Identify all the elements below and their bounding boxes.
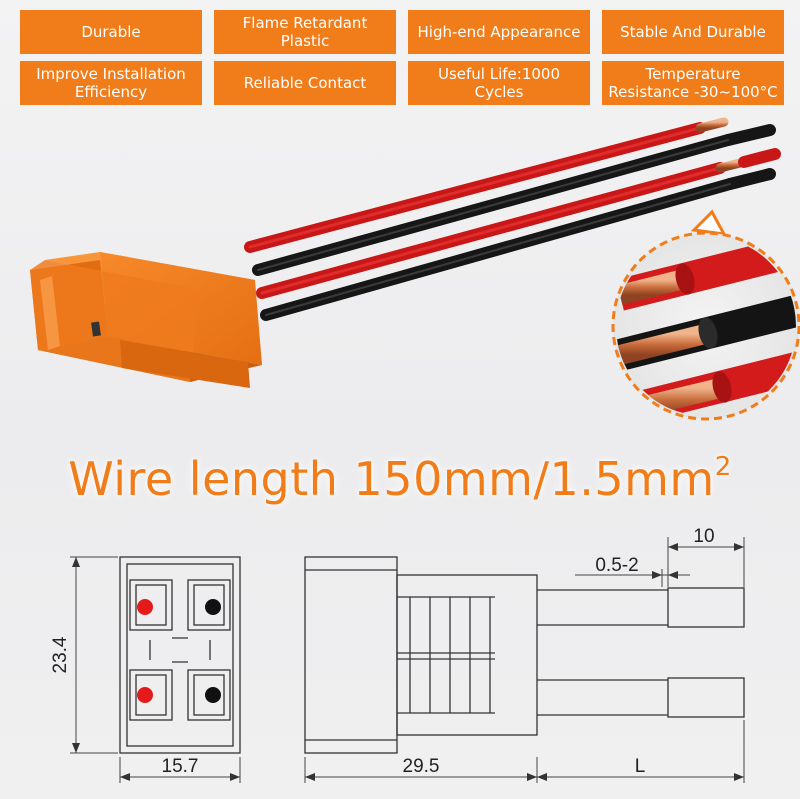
connector-product-photo — [30, 117, 800, 421]
feature-useful-life: Useful Life:1000 Cycles — [408, 61, 590, 105]
feature-contact: Reliable Contact — [214, 61, 396, 105]
dim-strip-length: 10 — [693, 526, 714, 547]
front-view — [119, 556, 241, 754]
contact-pins — [137, 599, 221, 703]
wire-length-headline: Wire length 150mm/1.5mm2 — [0, 452, 800, 506]
connector-housing — [30, 252, 262, 388]
feature-temperature: Temperature Resistance -30~100°C — [602, 61, 784, 105]
wire-bundle — [244, 117, 781, 321]
feature-installation: Improve Installation Efficiency — [20, 61, 202, 105]
technical-drawing: 23.4 15.7 29.5 L 10 0.5-2 — [50, 526, 745, 783]
feature-durable: Durable — [20, 10, 202, 54]
side-view — [304, 556, 745, 754]
dim-height: 23.4 — [50, 636, 71, 673]
wire-zoom-bubble — [611, 209, 800, 421]
feature-flame-retardant: Flame Retardant Plastic — [214, 10, 396, 54]
headline-text: Wire length 150mm/1.5mm — [68, 452, 715, 506]
dim-body-length: 29.5 — [403, 756, 440, 777]
headline-superscript: 2 — [714, 451, 732, 482]
dim-gap: 0.5-2 — [595, 555, 638, 576]
dimension-lines — [70, 537, 745, 783]
feature-stable: Stable And Durable — [602, 10, 784, 54]
dim-front-width: 15.7 — [162, 756, 199, 777]
feature-appearance: High-end Appearance — [408, 10, 590, 54]
feature-grid: Durable Flame Retardant Plastic High-end… — [20, 10, 784, 105]
dim-wire-length: L — [635, 756, 646, 777]
